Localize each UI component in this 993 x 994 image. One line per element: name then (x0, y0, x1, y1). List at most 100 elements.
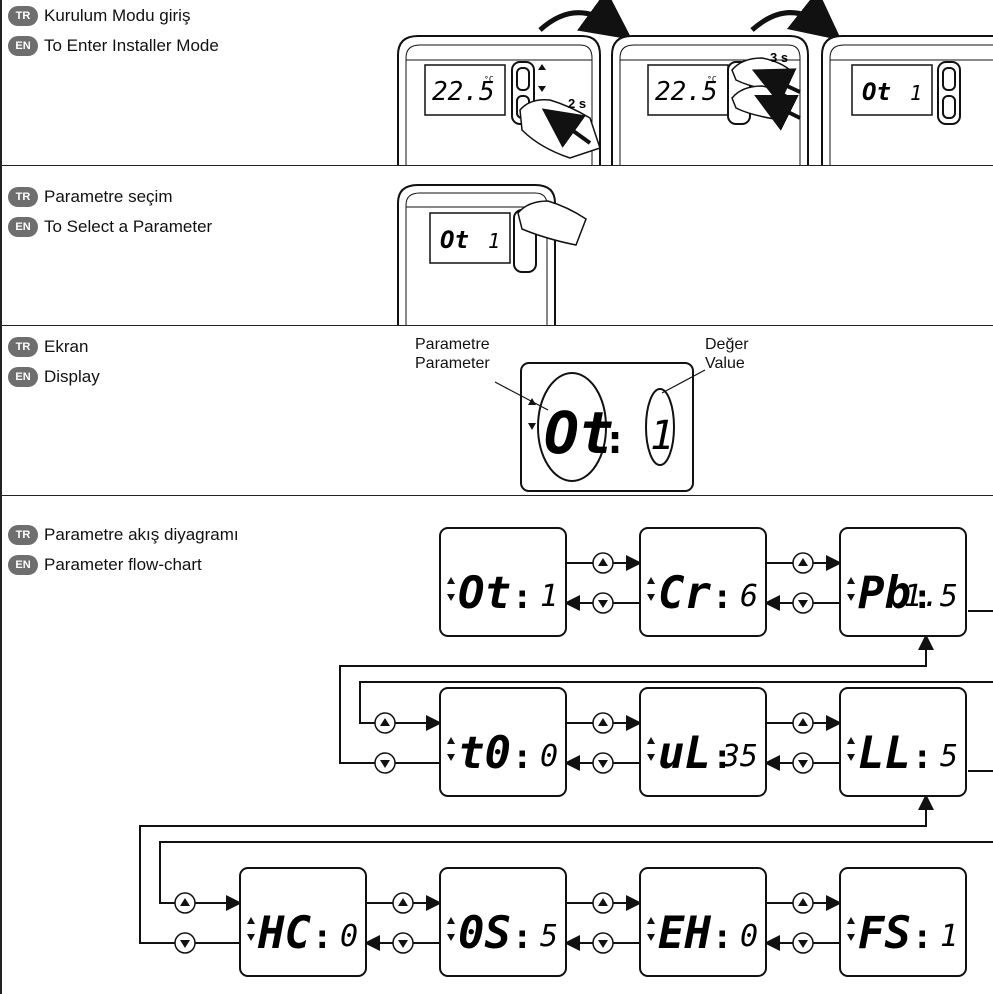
step-arrow-2 (750, 0, 842, 41)
flow-box-hc: HC:0 (239, 867, 367, 977)
updown-arrows-icon (647, 737, 655, 761)
up-button-icon (392, 892, 414, 914)
updown-arrows-icon (528, 398, 536, 430)
lcd-frame (439, 867, 567, 977)
flow-box-pb: Pb:1.5 (839, 527, 967, 637)
flow-box-eh: EH:0 (639, 867, 767, 977)
tr-badge: TR (8, 187, 38, 207)
label-tr: TR Ekran (8, 337, 88, 357)
section-title-tr: Parametre akış diyagramı (44, 525, 239, 544)
flow-param-code: t0 (458, 728, 511, 779)
lcd-frame (439, 687, 567, 797)
thermostat-device-1: 22.5 °C 2 s (397, 35, 601, 165)
section-title-tr: Parametre seçim (44, 187, 173, 206)
updown-arrows-icon (447, 737, 455, 761)
parameter-ellipse (537, 372, 607, 482)
flow-connector-line (359, 610, 993, 731)
value-callout: Değer Value (705, 335, 749, 373)
updown-arrows-icon (847, 737, 855, 761)
display-param-value: 1 (910, 81, 922, 105)
display-unit-2: °C (707, 75, 717, 84)
display-param-code: Ot (862, 78, 891, 106)
value-label-en: Value (705, 355, 745, 372)
flow-param-code: FS (858, 908, 911, 959)
updown-arrows-icon (247, 917, 255, 941)
flow-param-value: 0 (340, 919, 358, 954)
flow-colon: : (512, 577, 532, 617)
down-button-icon (792, 592, 814, 614)
display-reading-2: 22.5 (655, 77, 718, 107)
flow-connector-line (159, 770, 993, 911)
flow-box-fs: FS:1 (839, 867, 967, 977)
display-unit: °C (484, 75, 494, 84)
flow-colon: : (912, 737, 932, 777)
flow-param-code: uL (658, 728, 711, 779)
flow-box-ul: uL:35 (639, 687, 767, 797)
down-button-icon (174, 932, 196, 954)
en-badge: EN (8, 36, 38, 56)
display-value: 1 (650, 413, 674, 459)
section-title-en: To Select a Parameter (44, 217, 213, 236)
section-select-parameter: TR Parametre seçim EN To Select a Paramete… (0, 165, 993, 326)
value-label-tr: Değer (705, 336, 749, 353)
down-button-icon (792, 932, 814, 954)
flow-param-value: 35 (721, 739, 758, 774)
down-button-icon (592, 752, 614, 774)
flow-param-value: 1 (540, 579, 558, 614)
lcd-frame (839, 687, 967, 797)
flow-param-code: EH (658, 908, 711, 959)
value-ellipse (645, 388, 675, 466)
flow-colon: : (512, 917, 532, 957)
colon: : (603, 417, 627, 463)
updown-arrows-icon (447, 577, 455, 601)
flow-param-code: Pb (858, 568, 911, 619)
flow-colon: : (912, 577, 932, 617)
section-title-tr: Kurulum Modu giriş (44, 6, 191, 25)
parameter-label-tr: Parametre (415, 336, 490, 353)
flow-param-value: 6 (740, 579, 758, 614)
down-button-icon (392, 932, 414, 954)
lcd-frame (639, 867, 767, 977)
value-leader-line (661, 369, 706, 394)
tr-badge: TR (8, 525, 38, 545)
lcd-frame (639, 687, 767, 797)
section-title-en: Display (44, 367, 100, 386)
up-button-icon (792, 552, 814, 574)
section-title-tr: Ekran (44, 337, 89, 356)
display-code: Ot (544, 399, 614, 467)
flow-param-value: 1 (940, 919, 958, 954)
display-param-code: Ot (440, 226, 469, 254)
tr-badge: TR (8, 337, 38, 357)
flow-param-code: HC (257, 908, 311, 959)
down-button-icon (592, 932, 614, 954)
label-tr: TR Parametre seçim (8, 187, 172, 207)
thermostat-device-2: 22.5 °C 3 s (611, 35, 809, 165)
lcd-frame (239, 867, 367, 977)
flow-param-value: 5 (940, 739, 958, 774)
flow-colon: : (712, 577, 732, 617)
up-button-icon (592, 892, 614, 914)
flow-colon: : (512, 737, 532, 777)
updown-arrows-icon (647, 917, 655, 941)
parameter-label-en: Parameter (415, 355, 490, 372)
down-button-icon (792, 752, 814, 774)
up-button-icon (374, 712, 396, 734)
flow-param-code: Ot (458, 568, 511, 619)
display-diagram: Ot : 1 (494, 362, 706, 492)
lcd-frame (839, 527, 967, 637)
label-en: EN To Select a Parameter (8, 217, 212, 237)
up-button-icon (592, 712, 614, 734)
updown-arrows-icon (647, 577, 655, 601)
finger-icon (517, 200, 587, 246)
display-param-value: 1 (488, 229, 500, 253)
flow-colon: : (312, 917, 332, 957)
lcd-frame (839, 867, 967, 977)
en-badge: EN (8, 217, 38, 237)
parameter-leader-line (494, 381, 549, 411)
down-button-icon (592, 592, 614, 614)
